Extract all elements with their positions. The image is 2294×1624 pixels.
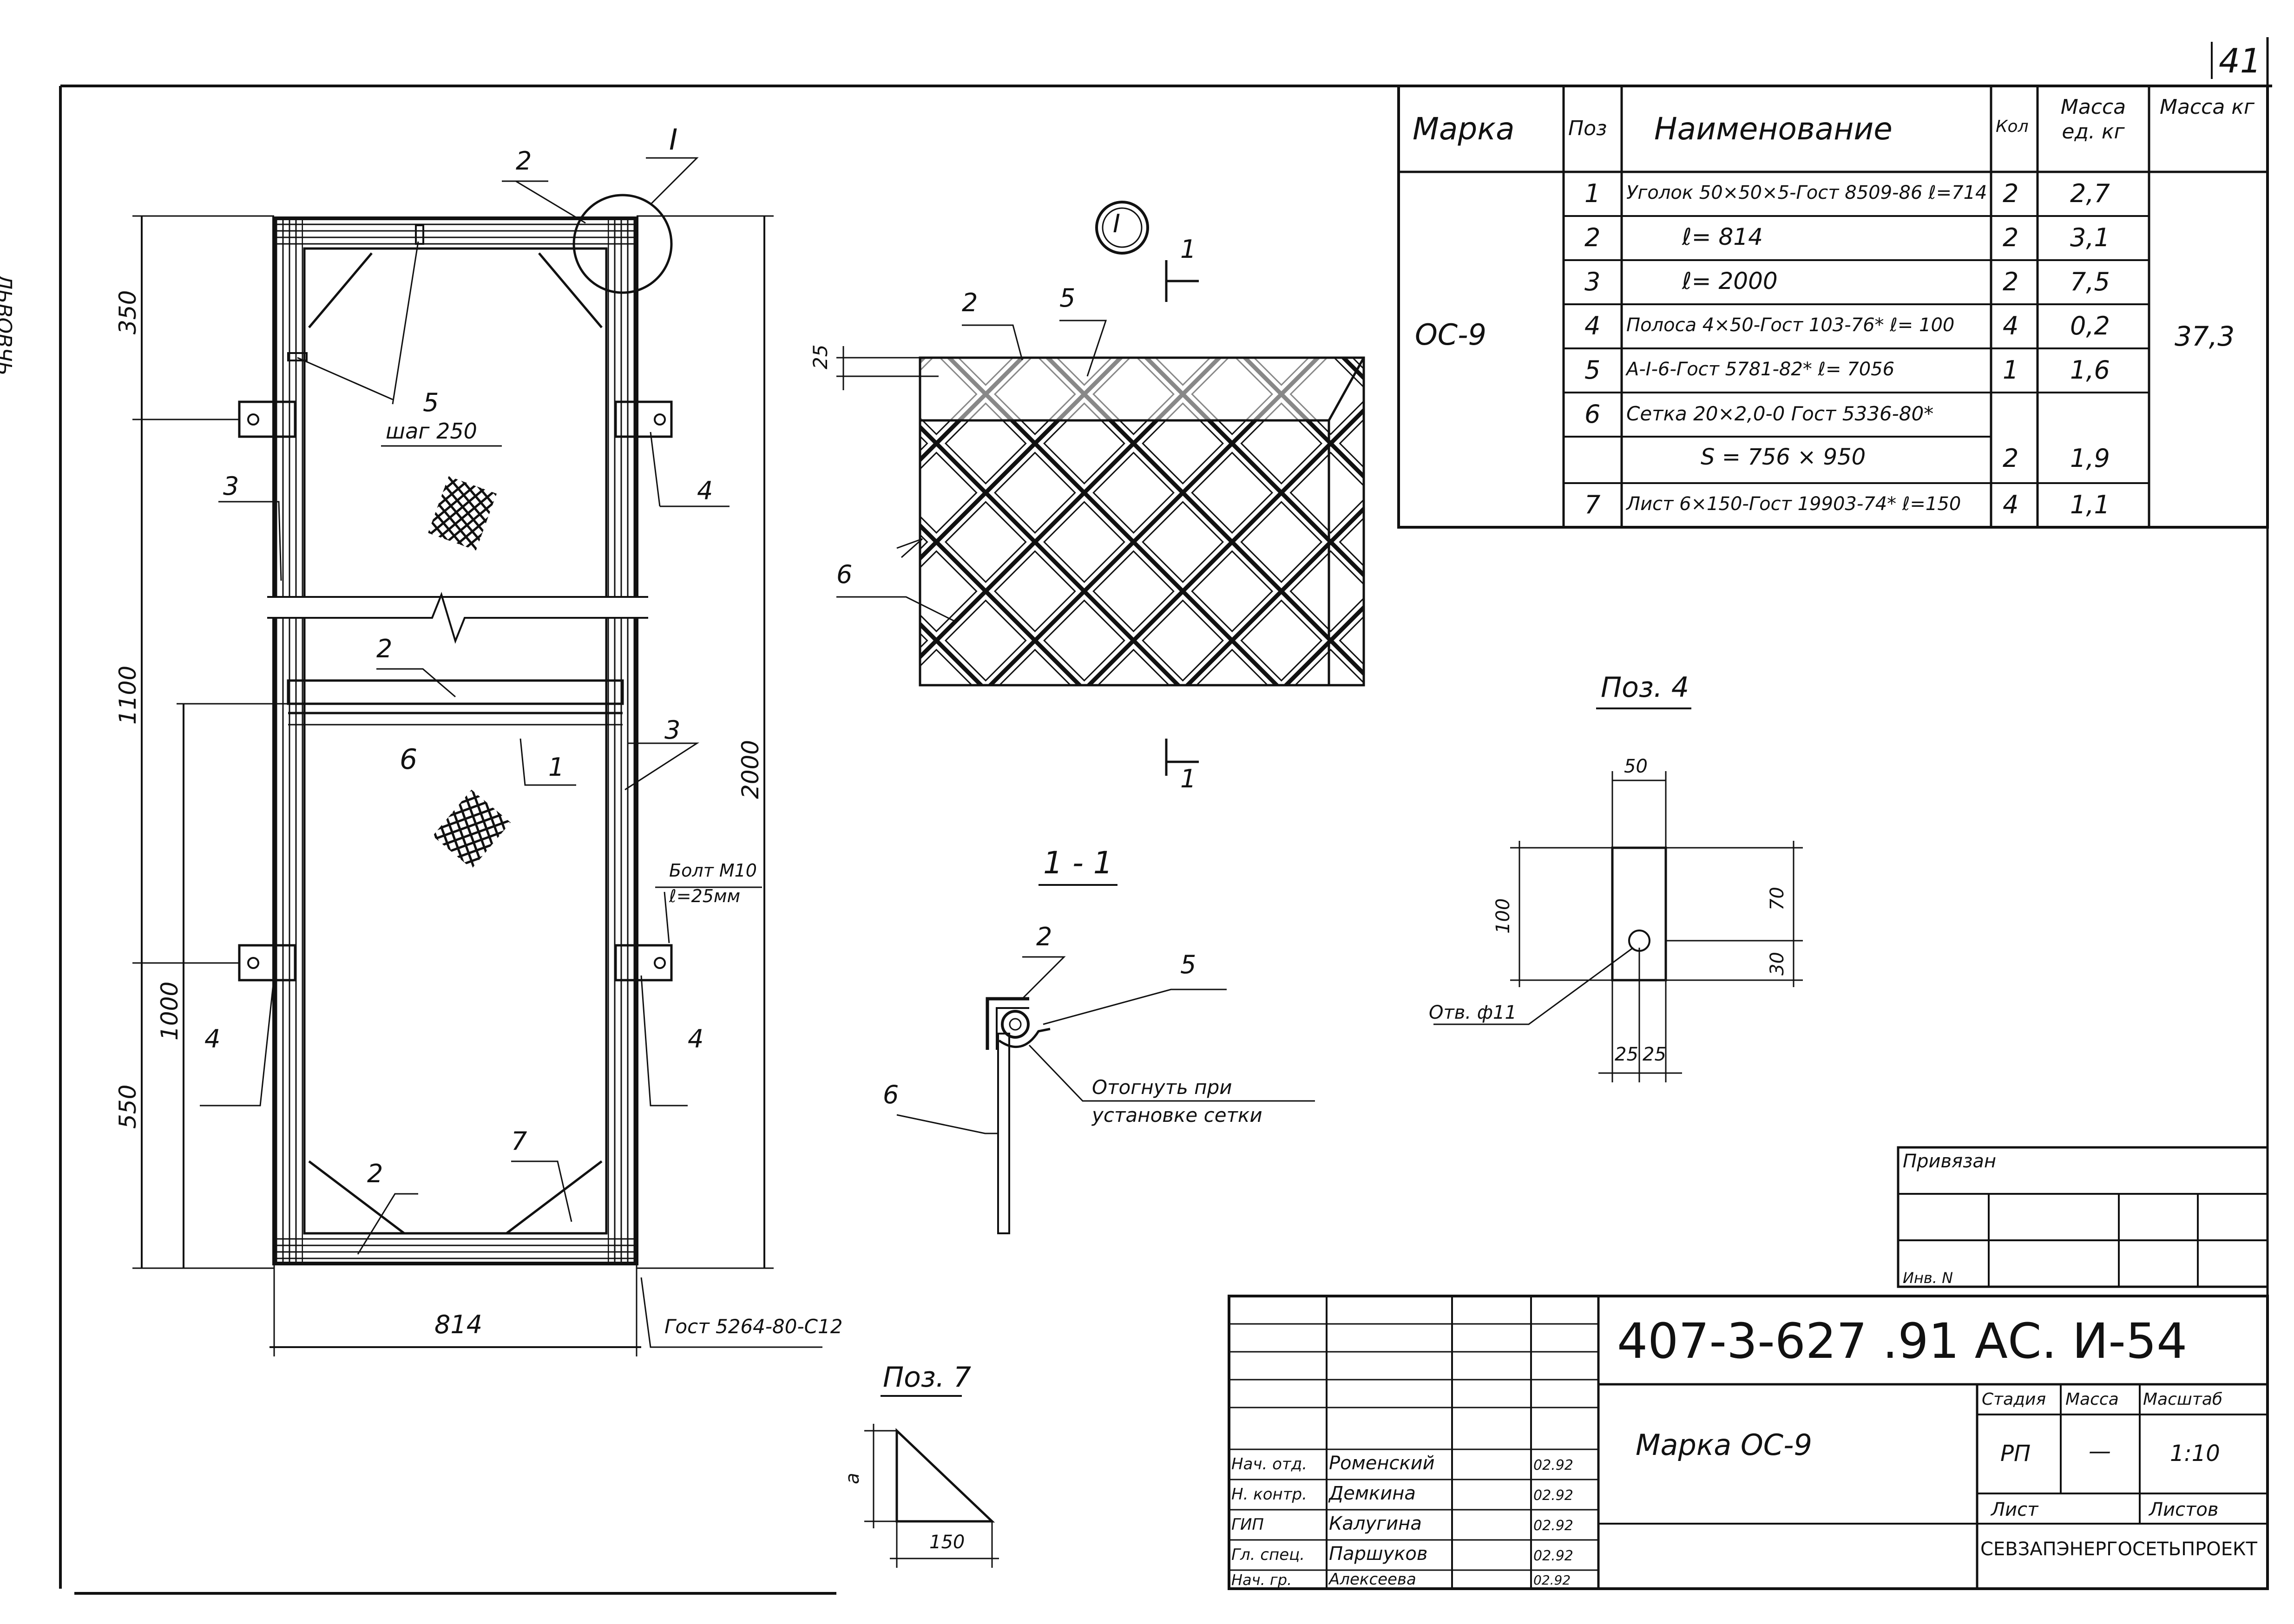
title-block-grid xyxy=(1228,1146,2269,1590)
spec-table-grid xyxy=(1397,85,2269,529)
main-frame-view xyxy=(132,157,822,1356)
pos4-view xyxy=(1433,707,1803,1082)
section-1-1-view xyxy=(896,884,1315,1234)
detail-I-view xyxy=(836,201,1365,776)
pos7-view xyxy=(864,1395,999,1568)
